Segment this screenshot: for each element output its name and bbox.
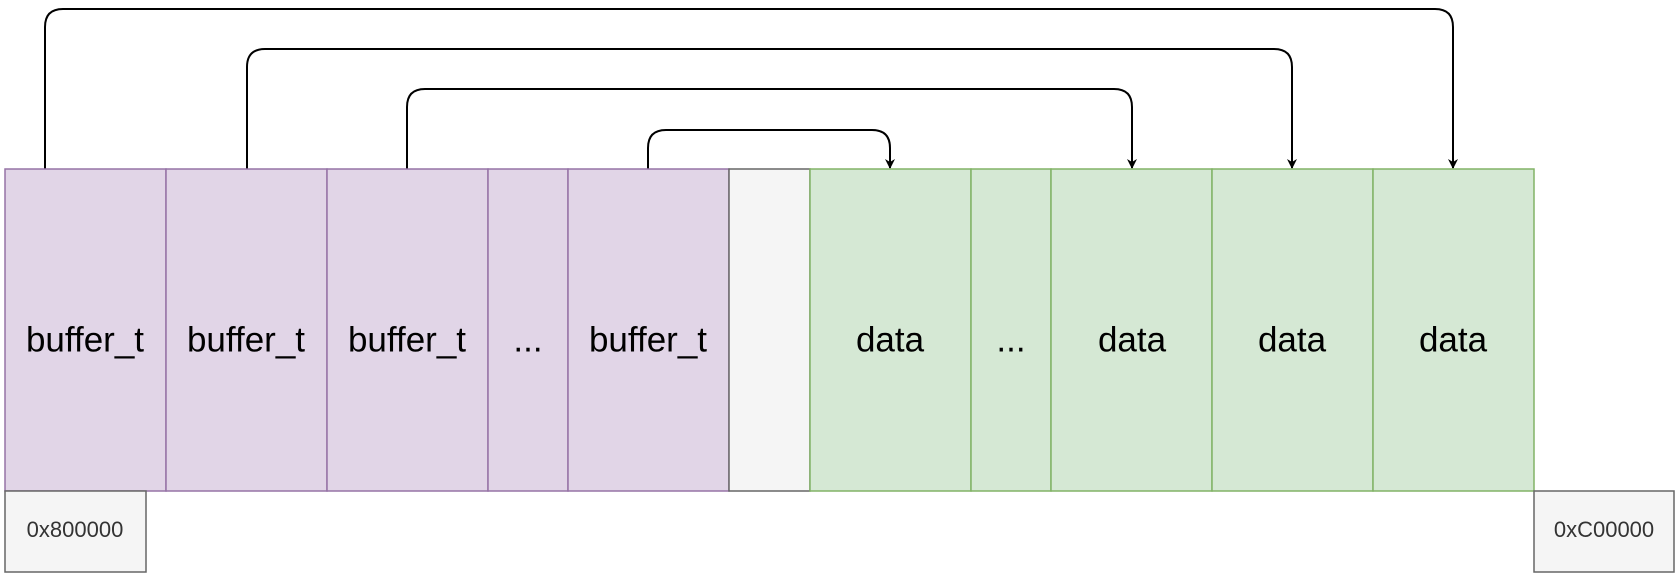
end-address-box: 0xC00000 <box>1533 490 1675 573</box>
end-address-frame <box>1533 490 1675 573</box>
data-cell-box <box>1050 168 1213 492</box>
pointer-arrow <box>44 8 1458 169</box>
data-cell-label: data <box>1098 320 1167 359</box>
data-cell: data <box>1211 168 1374 492</box>
pointer-arrows <box>44 8 1458 169</box>
data-cell-box <box>809 168 972 492</box>
data-cell: data <box>809 168 972 492</box>
data-cell-label: data <box>1419 320 1488 359</box>
start-address-label: 0x800000 <box>27 517 124 542</box>
buffer-cell-label: buffer_t <box>187 320 305 359</box>
data-cell-box <box>1372 168 1535 492</box>
buffer-cell: buffer_t <box>326 168 489 492</box>
buffer-cell-label: buffer_t <box>26 320 144 359</box>
ellipsis-cell-box <box>970 168 1052 492</box>
ellipsis-cell-box <box>487 168 569 492</box>
ellipsis-cell-label: ... <box>513 320 542 359</box>
buffer-cell-label: buffer_t <box>589 320 707 359</box>
gap-cell <box>728 168 811 492</box>
buffer-cell: buffer_t <box>4 168 167 492</box>
data-cell-label: data <box>1258 320 1327 359</box>
ellipsis-cell: ... <box>970 168 1052 492</box>
data-cell-label: data <box>856 320 925 359</box>
end-address-label: 0xC00000 <box>1554 517 1654 542</box>
pointer-arrow <box>246 48 1297 169</box>
data-cell-box <box>1211 168 1374 492</box>
data-cell: data <box>1050 168 1213 492</box>
start-address-frame <box>4 490 147 573</box>
pointer-arrow <box>406 88 1137 169</box>
buffer-cell: buffer_t <box>165 168 328 492</box>
ellipsis-cell: ... <box>487 168 569 492</box>
gap-cell-box <box>728 168 811 492</box>
memory-cells: buffer_t buffer_t buffer_t ... buffer_t … <box>4 168 1535 492</box>
data-cell: data <box>1372 168 1535 492</box>
ellipsis-cell-label: ... <box>996 320 1025 359</box>
pointer-arrow <box>647 129 895 169</box>
buffer-cell: buffer_t <box>567 168 730 492</box>
start-address-box: 0x800000 <box>4 490 147 573</box>
buffer-cell-box <box>165 168 328 492</box>
buffer-cell-box <box>4 168 167 492</box>
buffer-cell-box <box>326 168 489 492</box>
buffer-cell-label: buffer_t <box>348 320 466 359</box>
